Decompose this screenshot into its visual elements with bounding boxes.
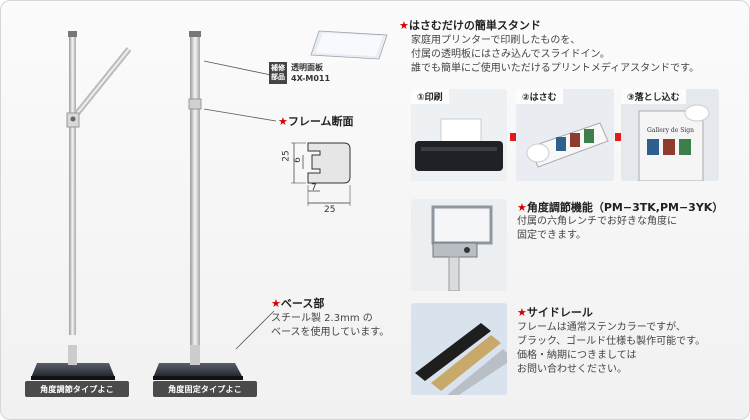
feature-simple-line: 家庭用プリンターで印刷したものを、 [411, 35, 581, 46]
leader-lines [203, 60, 277, 350]
feature-rail-description: フレームは通常ステンカラーですが、 ブラック、ゴールド仕様も製作可能です。 価格… [517, 321, 705, 377]
star-icon: ★ [517, 201, 527, 214]
drop-in-sign-image [621, 89, 719, 181]
step-drop-in-photo: Gallery de Sign ③落とし込む [621, 89, 719, 181]
angle-joint-photo [411, 199, 507, 291]
feature-angle-title-text: 角度調節機能（PM−3TK,PM−3YK） [526, 201, 724, 214]
dim-inner: 6 [292, 157, 303, 163]
replacement-code: 4X-M011 [291, 74, 331, 83]
feature-simple-title: ★はさむだけの簡単スタンド [399, 17, 541, 33]
dim-width: 25 [324, 205, 336, 215]
base-description: スチール製 2.3mm の ベースを使用しています。 [271, 312, 389, 340]
insert-sheet-image [516, 89, 614, 181]
left-stand-caption: 角度調節タイプよこ [25, 381, 129, 397]
side-rail-image [411, 303, 507, 395]
feature-rail-line: フレームは通常ステンカラーですが、 [517, 322, 686, 333]
replacement-tag: 補修 部品 [269, 62, 287, 84]
dim-lip: 7 [311, 183, 317, 193]
feature-simple-description: 家庭用プリンターで印刷したものを、 付属の透明板にはさみ込んでスライドイン。 誰… [411, 34, 699, 76]
star-icon: ★ [399, 19, 409, 32]
sign-text: Gallery de Sign [647, 127, 694, 134]
feature-rail-title: ★サイドレール [517, 304, 593, 320]
feature-simple-title-text: はさむだけの簡単スタンド [408, 19, 541, 32]
star-icon: ★ [278, 115, 288, 128]
dim-height: 25 [281, 150, 292, 162]
base-title: ★ベース部 [271, 295, 324, 311]
replacement-tag-bottom: 部品 [271, 73, 285, 81]
base-line: スチール製 2.3mm の [271, 313, 373, 324]
printer-image [411, 89, 507, 181]
frame-section-title-text: フレーム断面 [287, 115, 354, 128]
frame-section-title: ★フレーム断面 [278, 113, 354, 129]
feature-rail-title-text: サイドレール [526, 306, 593, 319]
feature-simple-line: 誰でも簡単にご使用いただけるプリントメディアスタンドです。 [411, 63, 700, 74]
step-label-print: ①印刷 [411, 89, 449, 104]
replacement-tag-top: 補修 [271, 64, 285, 72]
feature-rail-line: ブラック、ゴールド仕様も製作可能です。 [517, 336, 706, 347]
angle-adjust-stand-image [31, 31, 131, 380]
right-stand-caption: 角度固定タイプよこ [153, 381, 257, 397]
step-label-drop-in: ③落とし込む [621, 89, 686, 104]
feature-angle-description: 付属の六角レンチでお好きな角度に 固定できます。 [517, 215, 677, 243]
step-insert-photo: ②はさむ [516, 89, 614, 181]
step-print-photo: ①印刷 [411, 89, 507, 181]
angle-joint-image [411, 199, 507, 291]
feature-simple-line: 付属の透明板にはさみ込んでスライドイン。 [411, 49, 610, 60]
base-title-text: ベース部 [280, 297, 325, 310]
feature-rail-line: 価格・納期につきましては [517, 350, 637, 361]
star-icon: ★ [517, 306, 527, 319]
feature-angle-line: 固定できます。 [517, 230, 586, 241]
feature-angle-line: 付属の六角レンチでお好きな角度に [517, 216, 677, 227]
base-line: ベースを使用しています。 [271, 327, 390, 338]
star-icon: ★ [271, 297, 281, 310]
side-rail-photo [411, 303, 507, 395]
feature-angle-title: ★角度調節機能（PM−3TK,PM−3YK） [517, 199, 723, 215]
replacement-name: 透明面板 [291, 63, 323, 72]
frame-section-diagram [291, 142, 351, 206]
fixed-angle-stand-image [153, 31, 243, 380]
step-label-insert: ②はさむ [516, 89, 563, 104]
feature-rail-line: お問い合わせください。 [517, 364, 627, 375]
transparent-panel-image [310, 30, 388, 60]
